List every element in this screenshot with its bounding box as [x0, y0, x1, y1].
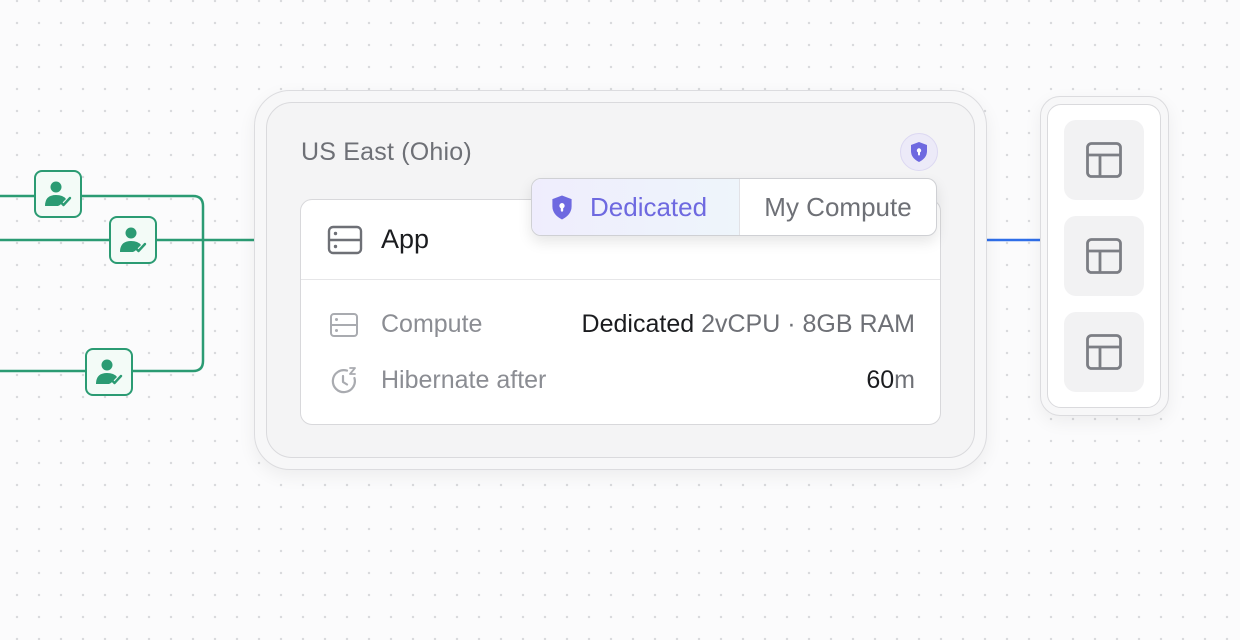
- user-check-icon: [45, 181, 72, 207]
- user-check-icon: [120, 227, 147, 253]
- compute-label: Compute: [381, 310, 483, 338]
- hibernate-amount: 60: [866, 366, 895, 394]
- option-my-compute[interactable]: My Compute: [740, 179, 936, 235]
- option-dedicated[interactable]: Dedicated: [532, 179, 740, 235]
- shield-lock-icon: [552, 195, 572, 219]
- database-table[interactable]: [1064, 312, 1144, 392]
- app-title: App: [381, 224, 430, 254]
- user-check-icon: [96, 359, 123, 385]
- hibernate-unit: m: [894, 366, 915, 394]
- app-card[interactable]: App Compute Dedicated 2vCPU · 8GB RAM Hi…: [300, 199, 941, 425]
- table-icon: [1086, 238, 1122, 274]
- server-icon: [330, 313, 358, 337]
- server-icon: [327, 225, 363, 255]
- hibernate-label: Hibernate after: [381, 366, 547, 394]
- hibernate-value: 60m: [866, 366, 915, 395]
- table-icon: [1086, 142, 1122, 178]
- database-table[interactable]: [1064, 216, 1144, 296]
- security-button[interactable]: [900, 133, 938, 171]
- shield-lock-icon: [911, 142, 927, 162]
- option-dedicated-label: Dedicated: [590, 191, 708, 222]
- database-table[interactable]: [1064, 120, 1144, 200]
- compute-type-popover: Dedicated My Compute: [531, 178, 937, 236]
- option-my-compute-label: My Compute: [764, 191, 912, 222]
- table-icon: [1086, 334, 1122, 370]
- timer-sleep-icon: [331, 367, 356, 394]
- compute-value: Dedicated 2vCPU · 8GB RAM: [582, 310, 915, 339]
- user-connection-line: [0, 194, 205, 373]
- compute-type: Dedicated: [581, 310, 695, 338]
- region-title: US East (Ohio): [301, 138, 472, 166]
- app-card-header: App: [301, 200, 940, 280]
- user-badge[interactable]: [34, 170, 82, 218]
- user-badge[interactable]: [109, 216, 157, 264]
- compute-spec: 2vCPU · 8GB RAM: [694, 310, 915, 338]
- user-badge[interactable]: [85, 348, 133, 396]
